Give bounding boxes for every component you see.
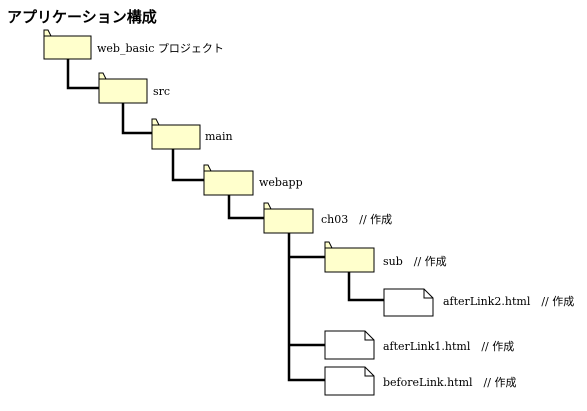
connector-main-webapp [171, 149, 204, 182]
folder-icon [324, 241, 375, 273]
folder-icon [98, 72, 148, 104]
node-label: afterLink1.html // 作成 [383, 340, 514, 353]
file-beforelink[interactable]: beforeLink.html // 作成 [324, 366, 516, 396]
node-label: beforeLink.html // 作成 [383, 376, 516, 389]
folder-src[interactable]: src [98, 72, 170, 104]
node-label: ch03 // 作成 [321, 213, 392, 226]
file-icon [324, 366, 375, 396]
node-label: afterLink2.html // 作成 [443, 295, 574, 308]
connectors [66, 59, 384, 382]
file-icon [324, 330, 375, 360]
folder-sub[interactable]: sub // 作成 [324, 241, 447, 273]
file-icon [383, 288, 434, 317]
node-label: sub // 作成 [383, 255, 447, 268]
file-afterlink1[interactable]: afterLink1.html // 作成 [324, 330, 514, 360]
node-label: web_basic プロジェクト [97, 42, 224, 55]
node-label: main [205, 130, 233, 143]
folder-web-basic[interactable]: web_basic プロジェクト [43, 29, 224, 60]
connector-web-basic-src [66, 59, 99, 90]
node-label: webapp [259, 176, 303, 189]
folder-icon [263, 202, 314, 234]
folder-icon [151, 118, 201, 150]
diagram-title: アプリケーション構成 [7, 8, 157, 26]
folder-icon [43, 29, 92, 60]
connector-sub-afterlink2 [347, 272, 384, 302]
file-afterlink2[interactable]: afterLink2.html // 作成 [383, 288, 574, 317]
folder-webapp[interactable]: webapp [203, 164, 303, 196]
connector-src-main [121, 103, 152, 135]
connector-webapp-ch03 [227, 195, 264, 220]
folder-ch03[interactable]: ch03 // 作成 [263, 202, 392, 234]
node-label: src [153, 85, 170, 98]
connector-ch03-children [287, 233, 325, 382]
folder-main[interactable]: main [151, 118, 233, 150]
folder-icon [203, 164, 254, 196]
